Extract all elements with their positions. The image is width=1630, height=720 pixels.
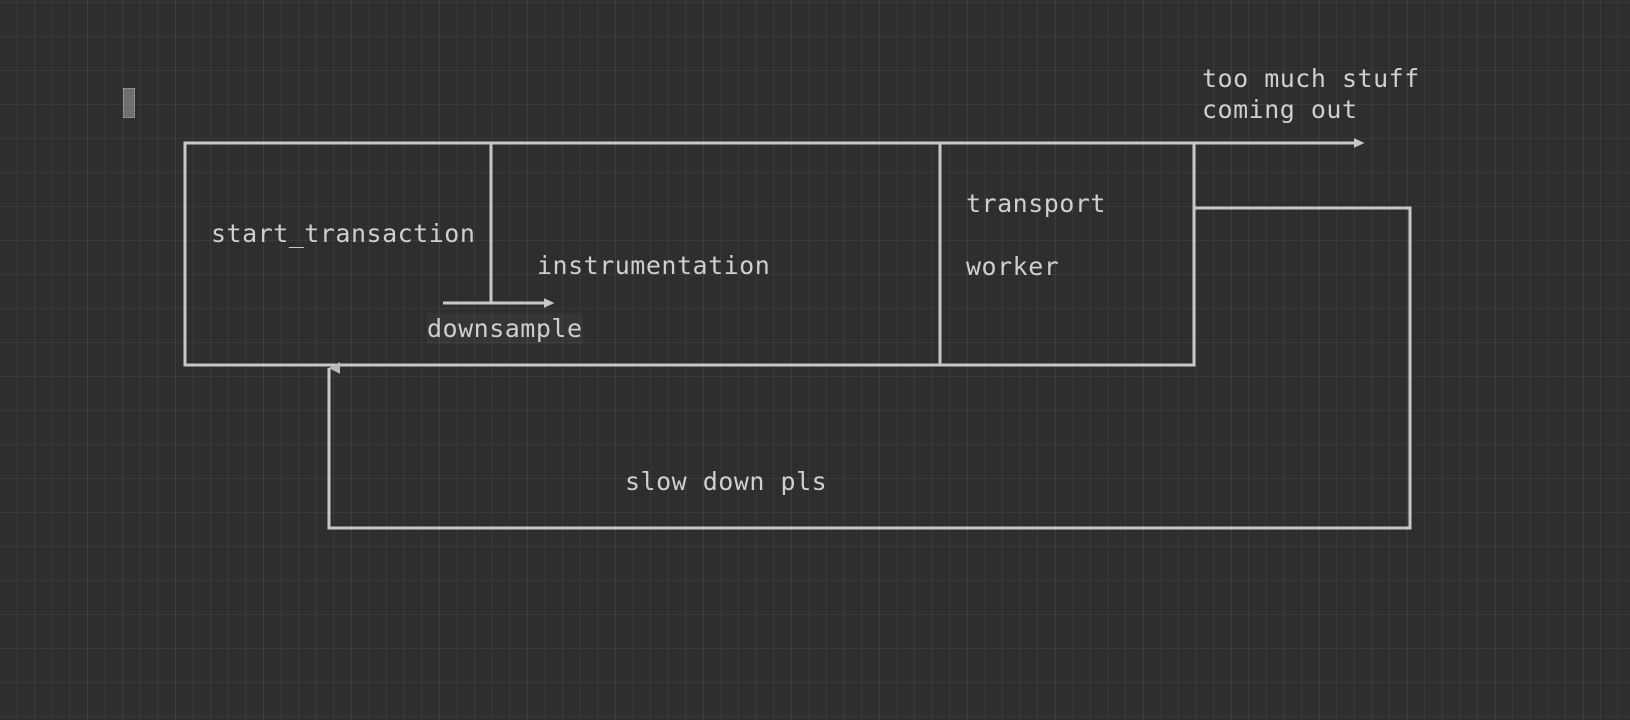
transport-worker-box[interactable]	[938, 141, 1196, 367]
node-label-transport[interactable]: transport	[966, 189, 1106, 218]
node-label-start-transaction[interactable]: start_transaction	[211, 219, 476, 248]
selection-handle[interactable]	[123, 88, 135, 118]
annotation-overflow-line-2[interactable]: coming out	[1202, 95, 1358, 124]
edge-label-instrumentation[interactable]: instrumentation	[537, 251, 771, 280]
edge-label-downsample[interactable]: downsample	[427, 314, 583, 343]
feedback-loop-path[interactable]	[327, 206, 1412, 530]
annotation-overflow-line-1[interactable]: too much stuff	[1202, 64, 1420, 93]
edge-label-slow-down-pls[interactable]: slow down pls	[625, 467, 828, 496]
node-label-worker[interactable]: worker	[966, 252, 1060, 281]
